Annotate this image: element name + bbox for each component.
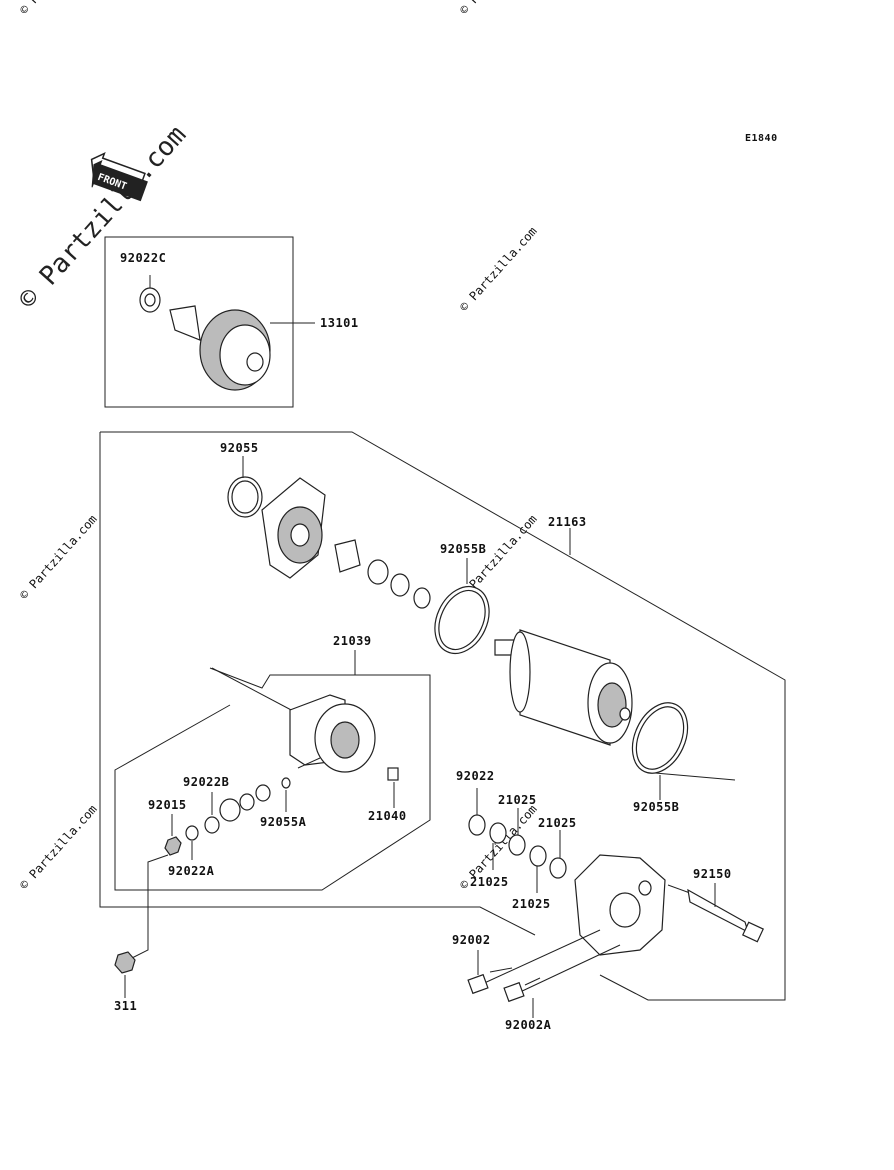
watermarks: © Partzilla.com © Partzilla.com © Partzi… bbox=[13, 0, 540, 892]
part-label-92150: 92150 bbox=[693, 867, 732, 881]
part-label-92055A: 92055A bbox=[260, 815, 307, 829]
watermark: © Partzilla.com bbox=[17, 0, 100, 17]
part-label-92002: 92002 bbox=[452, 933, 491, 947]
starter-clutch-assembly bbox=[139, 287, 271, 391]
starter-motor-outline bbox=[100, 431, 786, 1001]
part-label-13101: 13101 bbox=[320, 316, 359, 330]
watermark: © Partzilla.com bbox=[17, 802, 100, 892]
starter-clutch-box bbox=[104, 236, 294, 408]
part-label-21039: 21039 bbox=[333, 634, 372, 648]
armature-yoke bbox=[494, 629, 633, 746]
part-label-21040: 21040 bbox=[368, 809, 407, 823]
part-label-92002A: 92002A bbox=[505, 1018, 552, 1032]
part-label-92055B-top: 92055B bbox=[440, 542, 486, 556]
washer-stack-top bbox=[334, 539, 431, 609]
part-label-92022: 92022 bbox=[456, 769, 495, 783]
watermark: © Partzilla.com bbox=[457, 224, 540, 314]
part-label-21163: 21163 bbox=[548, 515, 587, 529]
part-label-311: 311 bbox=[114, 999, 137, 1013]
part-label-92022C: 92022C bbox=[120, 251, 166, 265]
part-label-92055B-bottom: 92055B bbox=[633, 800, 679, 814]
brush-holder bbox=[289, 694, 399, 781]
bolt-92002A bbox=[503, 944, 621, 1003]
rear-cover bbox=[574, 854, 666, 956]
part-label-21025-a: 21025 bbox=[498, 793, 537, 807]
brush-holder-outline bbox=[114, 667, 431, 891]
watermark: © Partzilla.com bbox=[17, 512, 100, 602]
nut-311 bbox=[114, 951, 136, 974]
diagram-code: E1840 bbox=[745, 133, 778, 144]
part-label-92055: 92055 bbox=[220, 441, 259, 455]
watermark: © Partzilla.com bbox=[457, 0, 540, 17]
watermark: © Partzilla.com bbox=[13, 120, 192, 315]
front-arrow-icon: FRONT bbox=[90, 151, 148, 202]
part-label-92015: 92015 bbox=[148, 798, 187, 812]
part-label-21025-c: 21025 bbox=[470, 875, 509, 889]
part-label-21025-b: 21025 bbox=[538, 816, 577, 830]
bolt-92150 bbox=[667, 884, 765, 943]
part-label-92022B: 92022B bbox=[183, 775, 229, 789]
small-washers-left bbox=[164, 777, 291, 856]
part-label-21025-d: 21025 bbox=[512, 897, 551, 911]
part-label-92022A: 92022A bbox=[168, 864, 215, 878]
washer-stack-rear bbox=[468, 814, 567, 879]
bolt-92002 bbox=[467, 929, 601, 995]
front-cover bbox=[227, 476, 326, 579]
